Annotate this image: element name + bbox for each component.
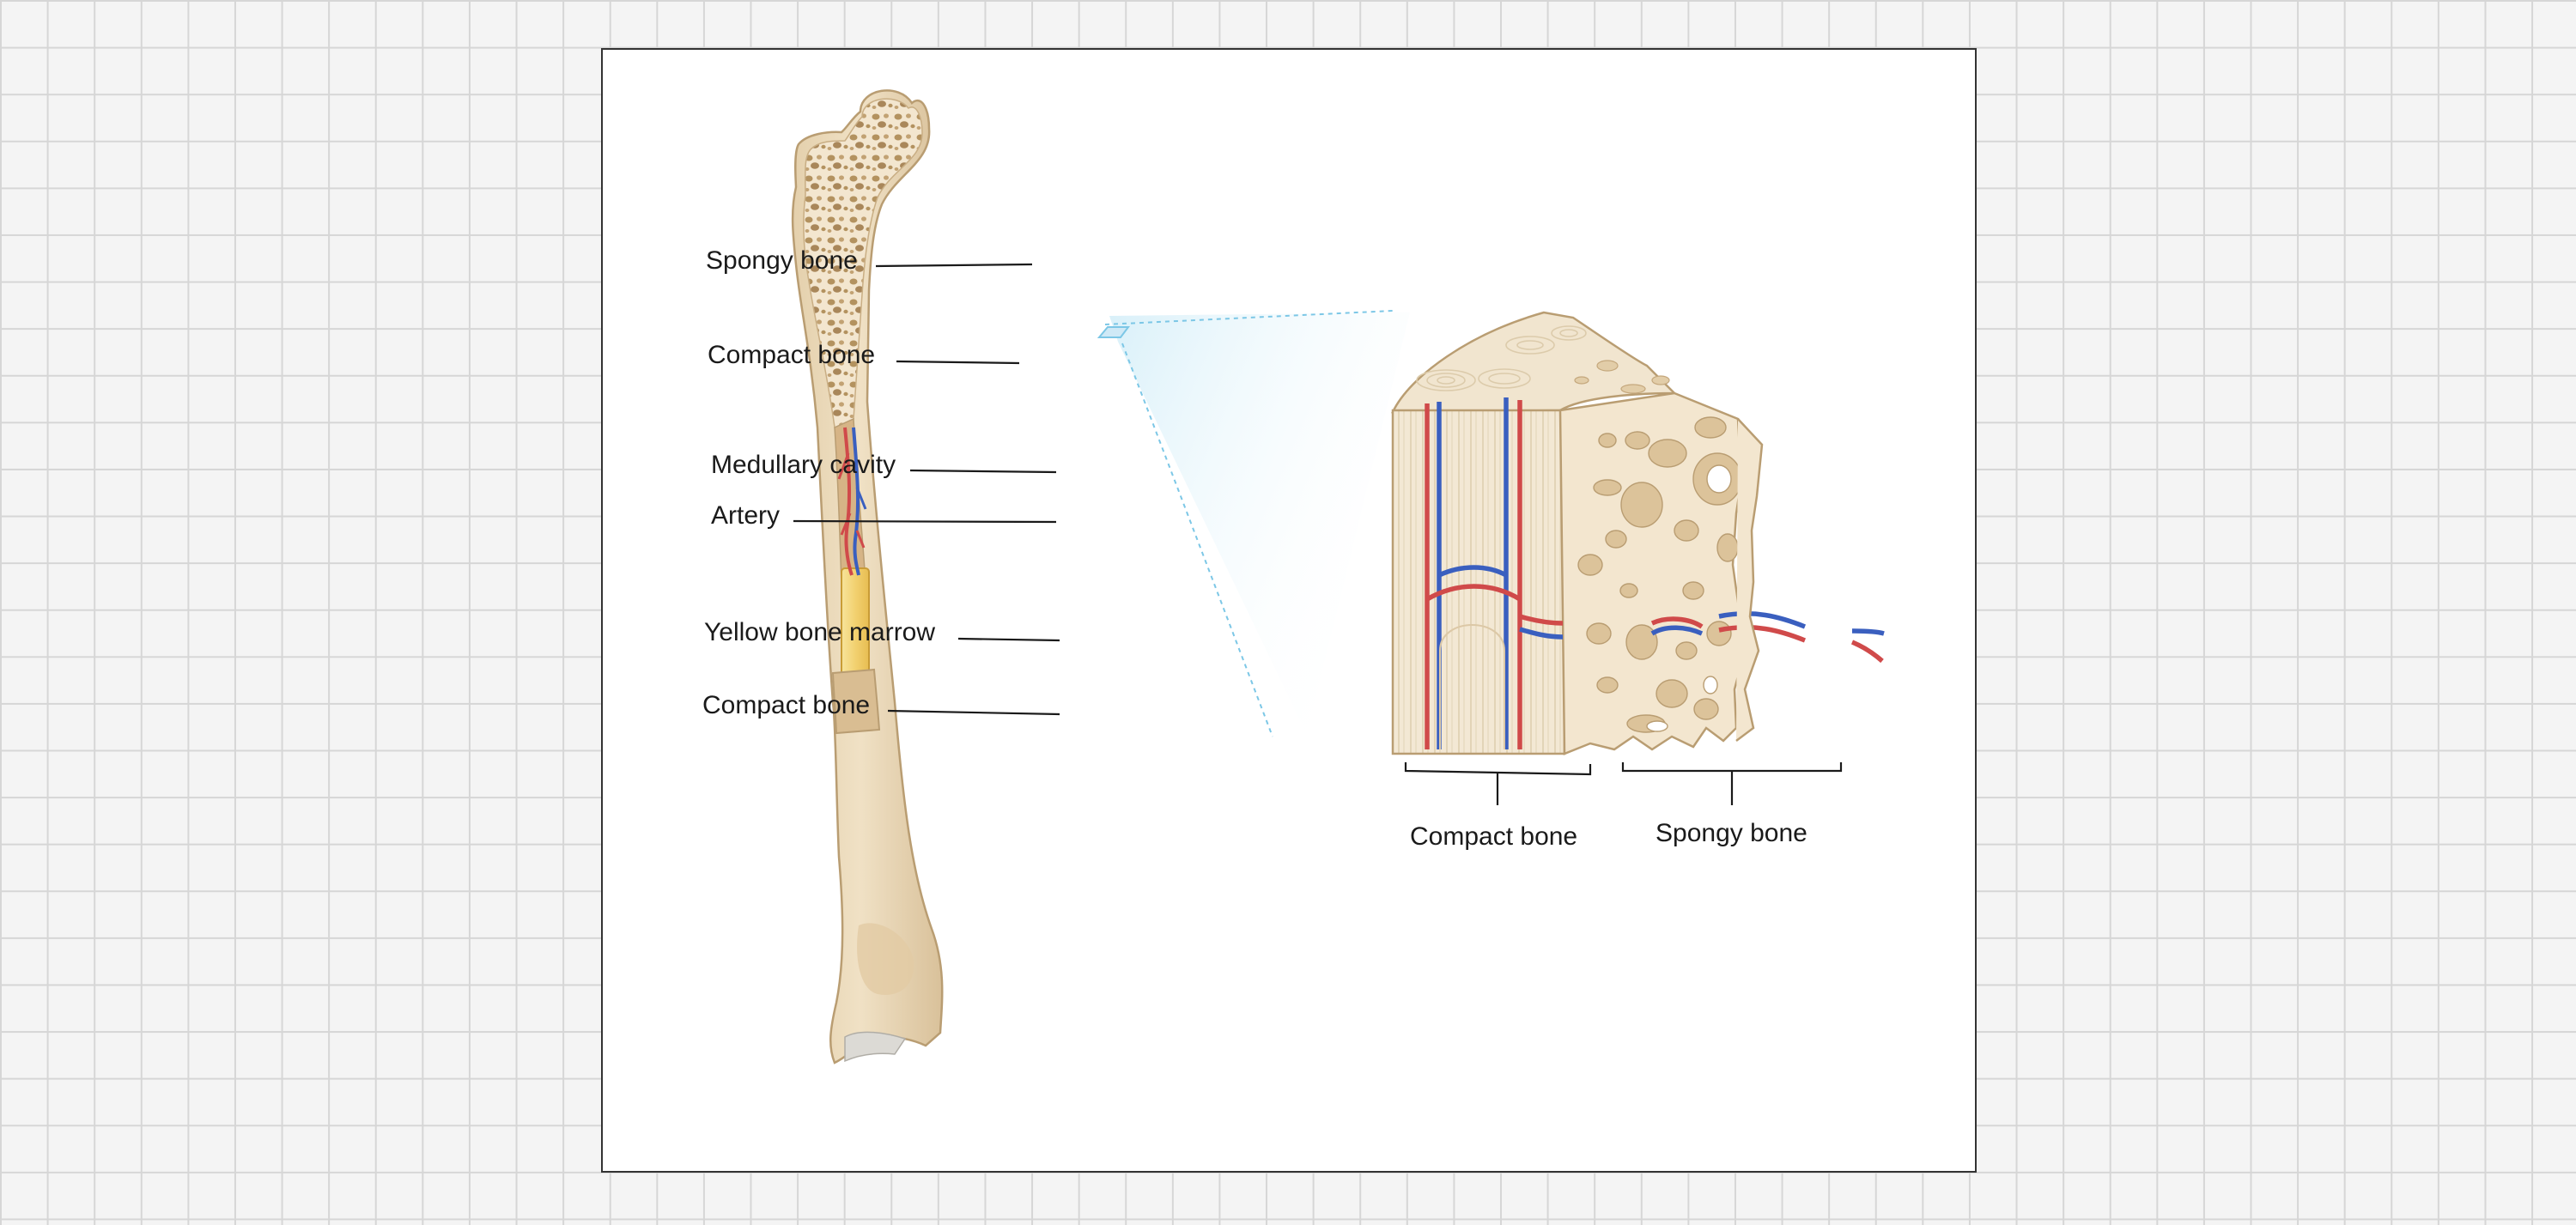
inset-compact-face <box>1391 409 1566 755</box>
label-compact-bone-lower: Compact bone <box>702 691 870 719</box>
inset-canal-arch <box>1439 624 1505 749</box>
leader-spongy-bone <box>875 263 1033 268</box>
artery-vessels <box>837 427 867 576</box>
inset-right-edge <box>1735 418 1764 742</box>
diagram-canvas: Spongy bone Compact bone Medullary cavit… <box>601 48 1977 1173</box>
leader-artery <box>793 519 1057 524</box>
bone-structure-diagram: Spongy bone Compact bone Medullary cavit… <box>702 89 1885 1064</box>
inset-top-surface <box>1391 311 1678 414</box>
compact-bone-section <box>831 668 881 735</box>
label-yellow-bone-marrow: Yellow bone marrow <box>704 618 935 646</box>
bracket-compact-bone <box>1404 762 1592 776</box>
femur-head-spongy <box>803 98 923 429</box>
inset-spongy-pores <box>1577 416 1742 733</box>
femur-labels: Spongy bone Compact bone Medullary cavit… <box>702 246 1060 719</box>
inset-top-pores <box>1574 360 1670 394</box>
bracket-spongy-bone <box>1621 762 1843 773</box>
leader-compact-bone-lower <box>887 709 1060 716</box>
inset-osteon-rings <box>1416 325 1587 391</box>
inset-labels: Compact bone Spongy bone <box>1404 762 1843 851</box>
leader-compact-bone-upper <box>896 360 1020 365</box>
label-artery: Artery <box>711 501 780 530</box>
inset-label-spongy-bone: Spongy bone <box>1656 819 1807 847</box>
label-spongy-bone: Spongy bone <box>706 246 858 275</box>
leader-medullary-cavity <box>909 469 1057 474</box>
bone-cross-section-inset <box>1391 311 1885 755</box>
leader-yellow-bone-marrow <box>957 637 1060 642</box>
femur-distal-end <box>857 923 914 995</box>
inset-spongy-holes <box>1646 464 1732 732</box>
label-compact-bone-upper: Compact bone <box>708 341 875 369</box>
femur-illustration <box>791 89 944 1064</box>
inset-label-compact-bone: Compact bone <box>1410 822 1577 851</box>
femur-articular-surface <box>844 1031 907 1063</box>
zoom-indicator <box>1097 310 1410 737</box>
label-medullary-cavity: Medullary cavity <box>711 451 896 479</box>
